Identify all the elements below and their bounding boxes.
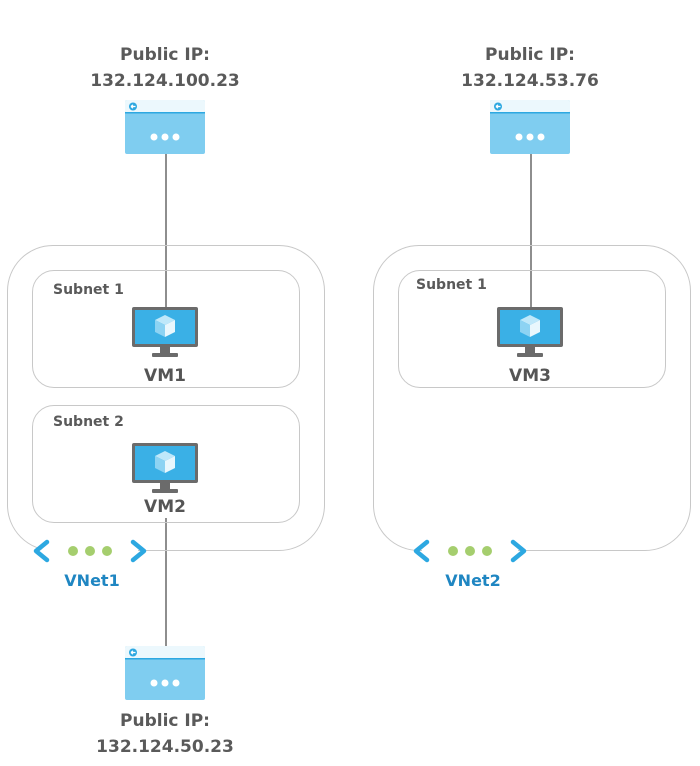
virtual-machine-icon [132,307,198,357]
vnet1-label: VNet1 [64,571,120,590]
vnet2-container [373,245,691,551]
vnet2-subnet1-label: Subnet 1 [416,277,487,293]
vnet1-container [7,245,325,551]
public-ip-icon [490,100,570,154]
public-ip-icon [125,100,205,154]
virtual-machine-icon [497,307,563,357]
vm2-label: VM2 [144,497,186,517]
vnet-peering-icon [413,539,527,563]
public-ip-3-title: Public IP: [120,711,210,731]
vm3-label: VM3 [509,366,551,386]
vnet2-label: VNet2 [445,571,501,590]
virtual-machine-icon [132,443,198,493]
public-ip-1-label: Public IP: 132.124.100.23 [55,42,275,94]
vnet1-subnet1-box [32,270,300,388]
vnet1-subnet1-label: Subnet 1 [53,282,124,298]
connector-line-ip1-vm1 [165,154,167,308]
vnet2-subnet1-box [398,270,666,388]
public-ip-2-label: Public IP: 132.124.53.76 [420,42,640,94]
public-ip-3-label: Public IP: 132.124.50.23 [55,708,275,760]
public-ip-3-address: 132.124.50.23 [96,737,234,757]
vnet1-subnet2-box [32,405,300,523]
vnet-peering-icon [33,539,147,563]
public-ip-2-address: 132.124.53.76 [461,71,599,91]
public-ip-2-title: Public IP: [485,45,575,65]
public-ip-1-address: 132.124.100.23 [90,71,240,91]
connector-line-ip2-vm3 [530,154,532,308]
vnet1-subnet2-label: Subnet 2 [53,414,124,430]
public-ip-1-title: Public IP: [120,45,210,65]
public-ip-icon [125,646,205,700]
connector-line-vm2-ip3 [165,518,167,646]
vm1-label: VM1 [144,366,186,386]
